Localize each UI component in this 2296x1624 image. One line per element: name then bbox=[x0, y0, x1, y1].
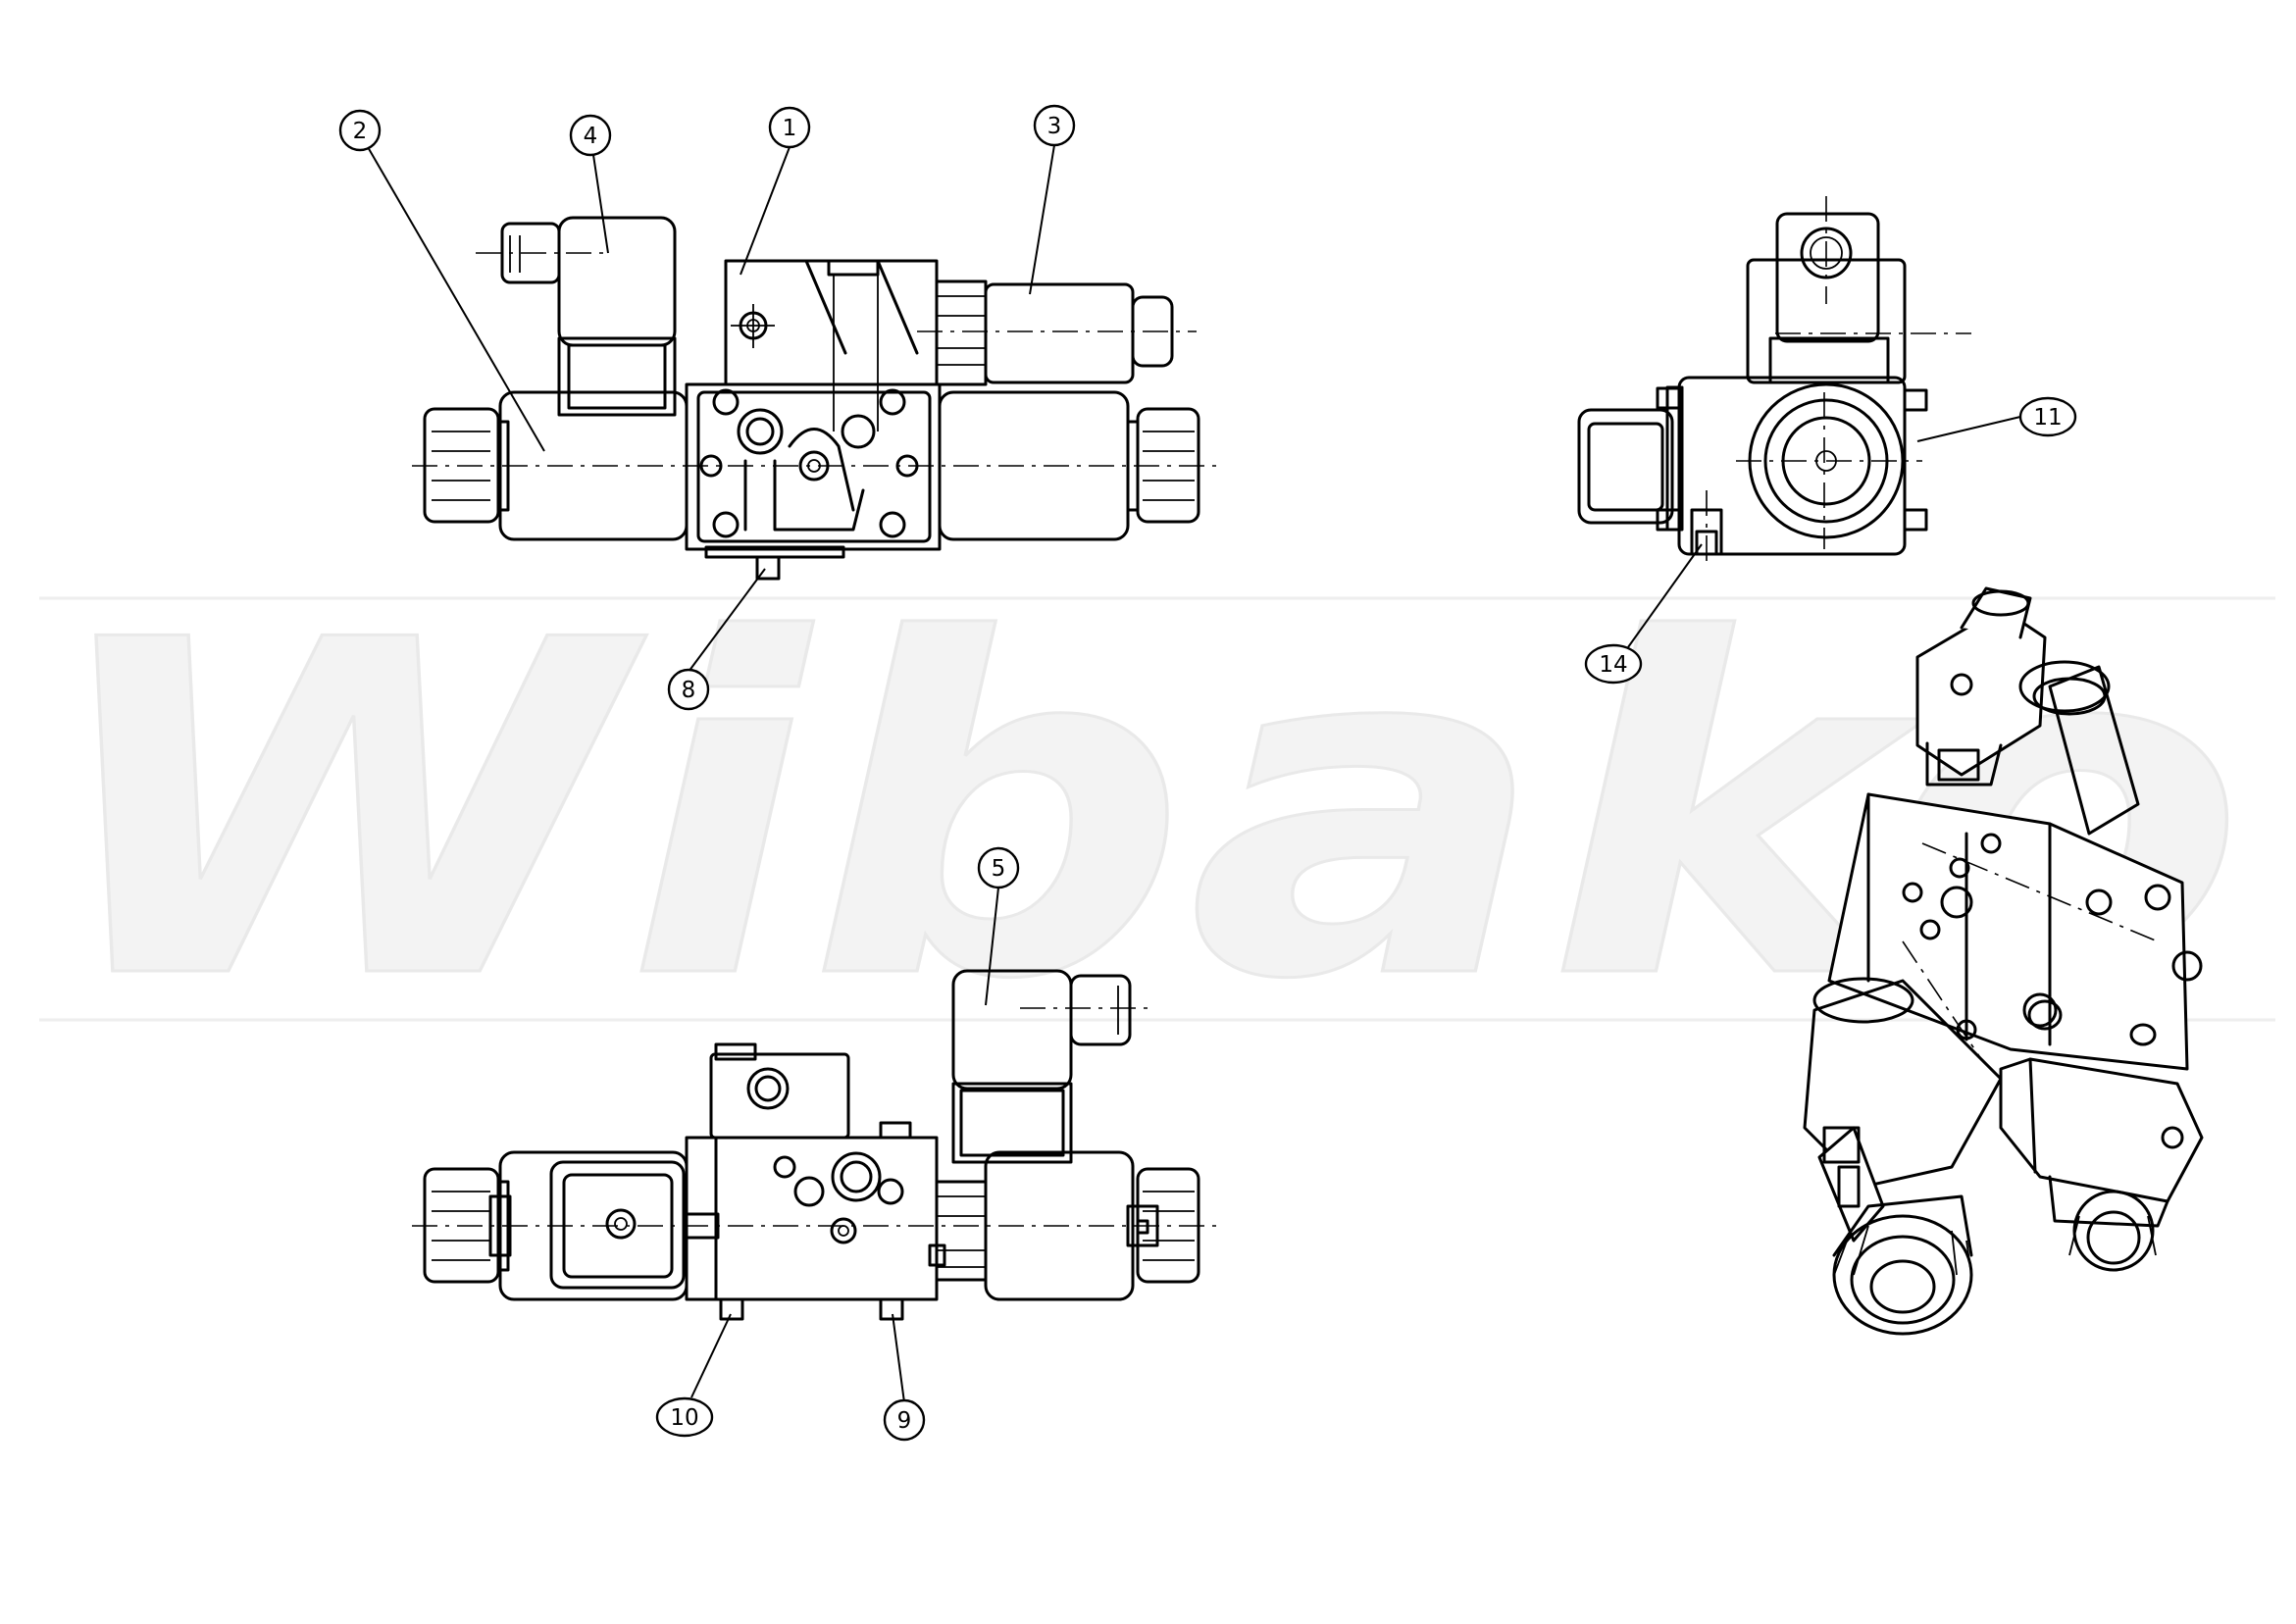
callout-5-label: 5 bbox=[992, 856, 1006, 882]
callout-14-label: 14 bbox=[1599, 652, 1627, 678]
callout-1: 1 bbox=[768, 106, 811, 149]
callout-4-label: 4 bbox=[584, 124, 598, 149]
callout-8: 8 bbox=[667, 668, 710, 711]
callout-1-label: 1 bbox=[783, 116, 797, 141]
callout-2-label: 2 bbox=[353, 119, 368, 144]
callout-9: 9 bbox=[883, 1398, 926, 1442]
callout-8-label: 8 bbox=[682, 678, 696, 703]
leader-lines bbox=[367, 144, 2021, 1403]
callout-9-label: 9 bbox=[897, 1408, 912, 1434]
callout-2: 2 bbox=[338, 109, 382, 152]
isometric-view bbox=[1803, 586, 2204, 1336]
callout-10: 10 bbox=[655, 1396, 714, 1438]
callout-11: 11 bbox=[2018, 396, 2077, 437]
side-view bbox=[1577, 196, 1971, 569]
callout-3: 3 bbox=[1033, 104, 1076, 147]
front-view bbox=[412, 216, 1216, 581]
callout-5: 5 bbox=[977, 846, 1020, 889]
callout-11-label: 11 bbox=[2033, 405, 2062, 431]
callout-4: 4 bbox=[569, 114, 612, 157]
callout-10-label: 10 bbox=[670, 1405, 698, 1431]
callout-14: 14 bbox=[1584, 643, 1643, 685]
callout-3-label: 3 bbox=[1047, 114, 1062, 139]
bottom-view bbox=[412, 969, 1216, 1321]
